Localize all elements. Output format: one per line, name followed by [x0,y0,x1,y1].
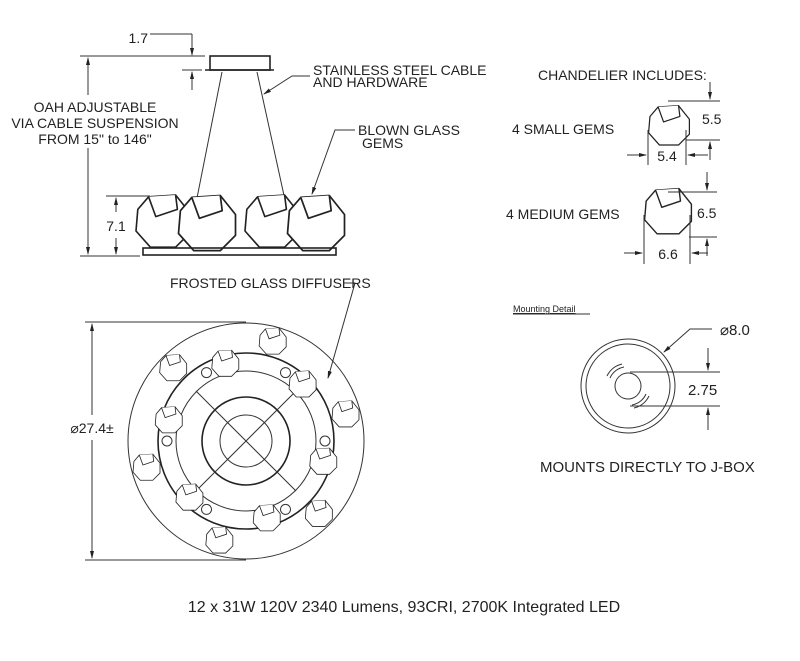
plan-gem [205,526,234,554]
diffuser-hole [201,367,212,379]
plan-gem [159,354,188,382]
plan-gem [331,400,360,428]
small-gems-label: 4 SMALL GEMS [512,121,614,137]
cable [196,71,223,199]
glass-gems [135,194,346,252]
diffusers-label: FROSTED GLASS DIFFUSERS [170,275,371,291]
plan-gem [132,453,161,481]
mounting-note: MOUNTS DIRECTLY TO J-BOX [540,459,755,476]
small-gem-width: 5.4 [657,148,677,164]
small-gem-height: 5.5 [702,111,722,127]
plan-gem [211,349,240,377]
included-gems: CHANDELIER INCLUDES: 4 SMALL GEMS 5.5 5.… [506,67,722,264]
canopy-diameter-dimension: ⌀8.0 [720,322,750,339]
outer-ring [127,322,365,560]
oah-label-line2: VIA CABLE SUSPENSION [11,115,178,131]
diameter-dimension: ⌀27.4± [70,420,114,436]
medium-gems-label: 4 MEDIUM GEMS [506,206,620,222]
base-plate [142,247,337,256]
plan-gem [252,504,281,532]
cable-label-line1: STAINLESS STEEL CABLE [313,62,487,78]
medium-gem [643,187,693,235]
body-height-dimension: 7.1 [106,218,126,234]
mounting-title: Mounting Detail [513,304,576,314]
canopy-plate [580,338,676,434]
oah-label-line3: FROM 15" to 146" [38,131,151,147]
diffuser-hole [280,503,291,515]
elevation-view: 1.7 OAH ADJUSTABLE VIA CABLE SUSPENSION … [11,30,487,257]
plan-view: FROSTED GLASS DIFFUSERS ⌀27.4± [70,275,371,561]
canopy [209,55,271,71]
diffuser-hole [161,435,173,447]
diffuser-hole [280,367,291,379]
mounting-detail: Mounting Detail 2.75 ⌀8.0 MOUNTS DIRECTL… [513,304,755,476]
medium-gem-height: 6.5 [697,205,717,221]
cable [256,71,286,201]
gems-label-line2: GEMS [362,135,403,151]
oah-label-line1: OAH ADJUSTABLE [34,99,157,115]
canopy-height-dimension: 1.7 [129,30,149,46]
jbox-spacing-dimension: 2.75 [688,382,717,399]
plan-gem [175,483,204,511]
plan-gems [132,327,360,554]
plan-gem [304,499,333,527]
spec-line: 12 x 31W 120V 2340 Lumens, 93CRI, 2700K … [188,599,620,616]
cable-label-line2: AND HARDWARE [313,74,428,90]
medium-gem-width: 6.6 [658,246,678,262]
plan-gem [309,447,338,475]
includes-title: CHANDELIER INCLUDES: [538,67,707,83]
small-gem [647,104,691,146]
gems-label-line1: BLOWN GLASS [358,122,460,138]
diffuser-hole [201,503,212,515]
plan-gem [288,370,317,398]
diffuser-hole [319,435,331,447]
plan-gem [154,406,183,434]
plan-gem [258,327,287,355]
